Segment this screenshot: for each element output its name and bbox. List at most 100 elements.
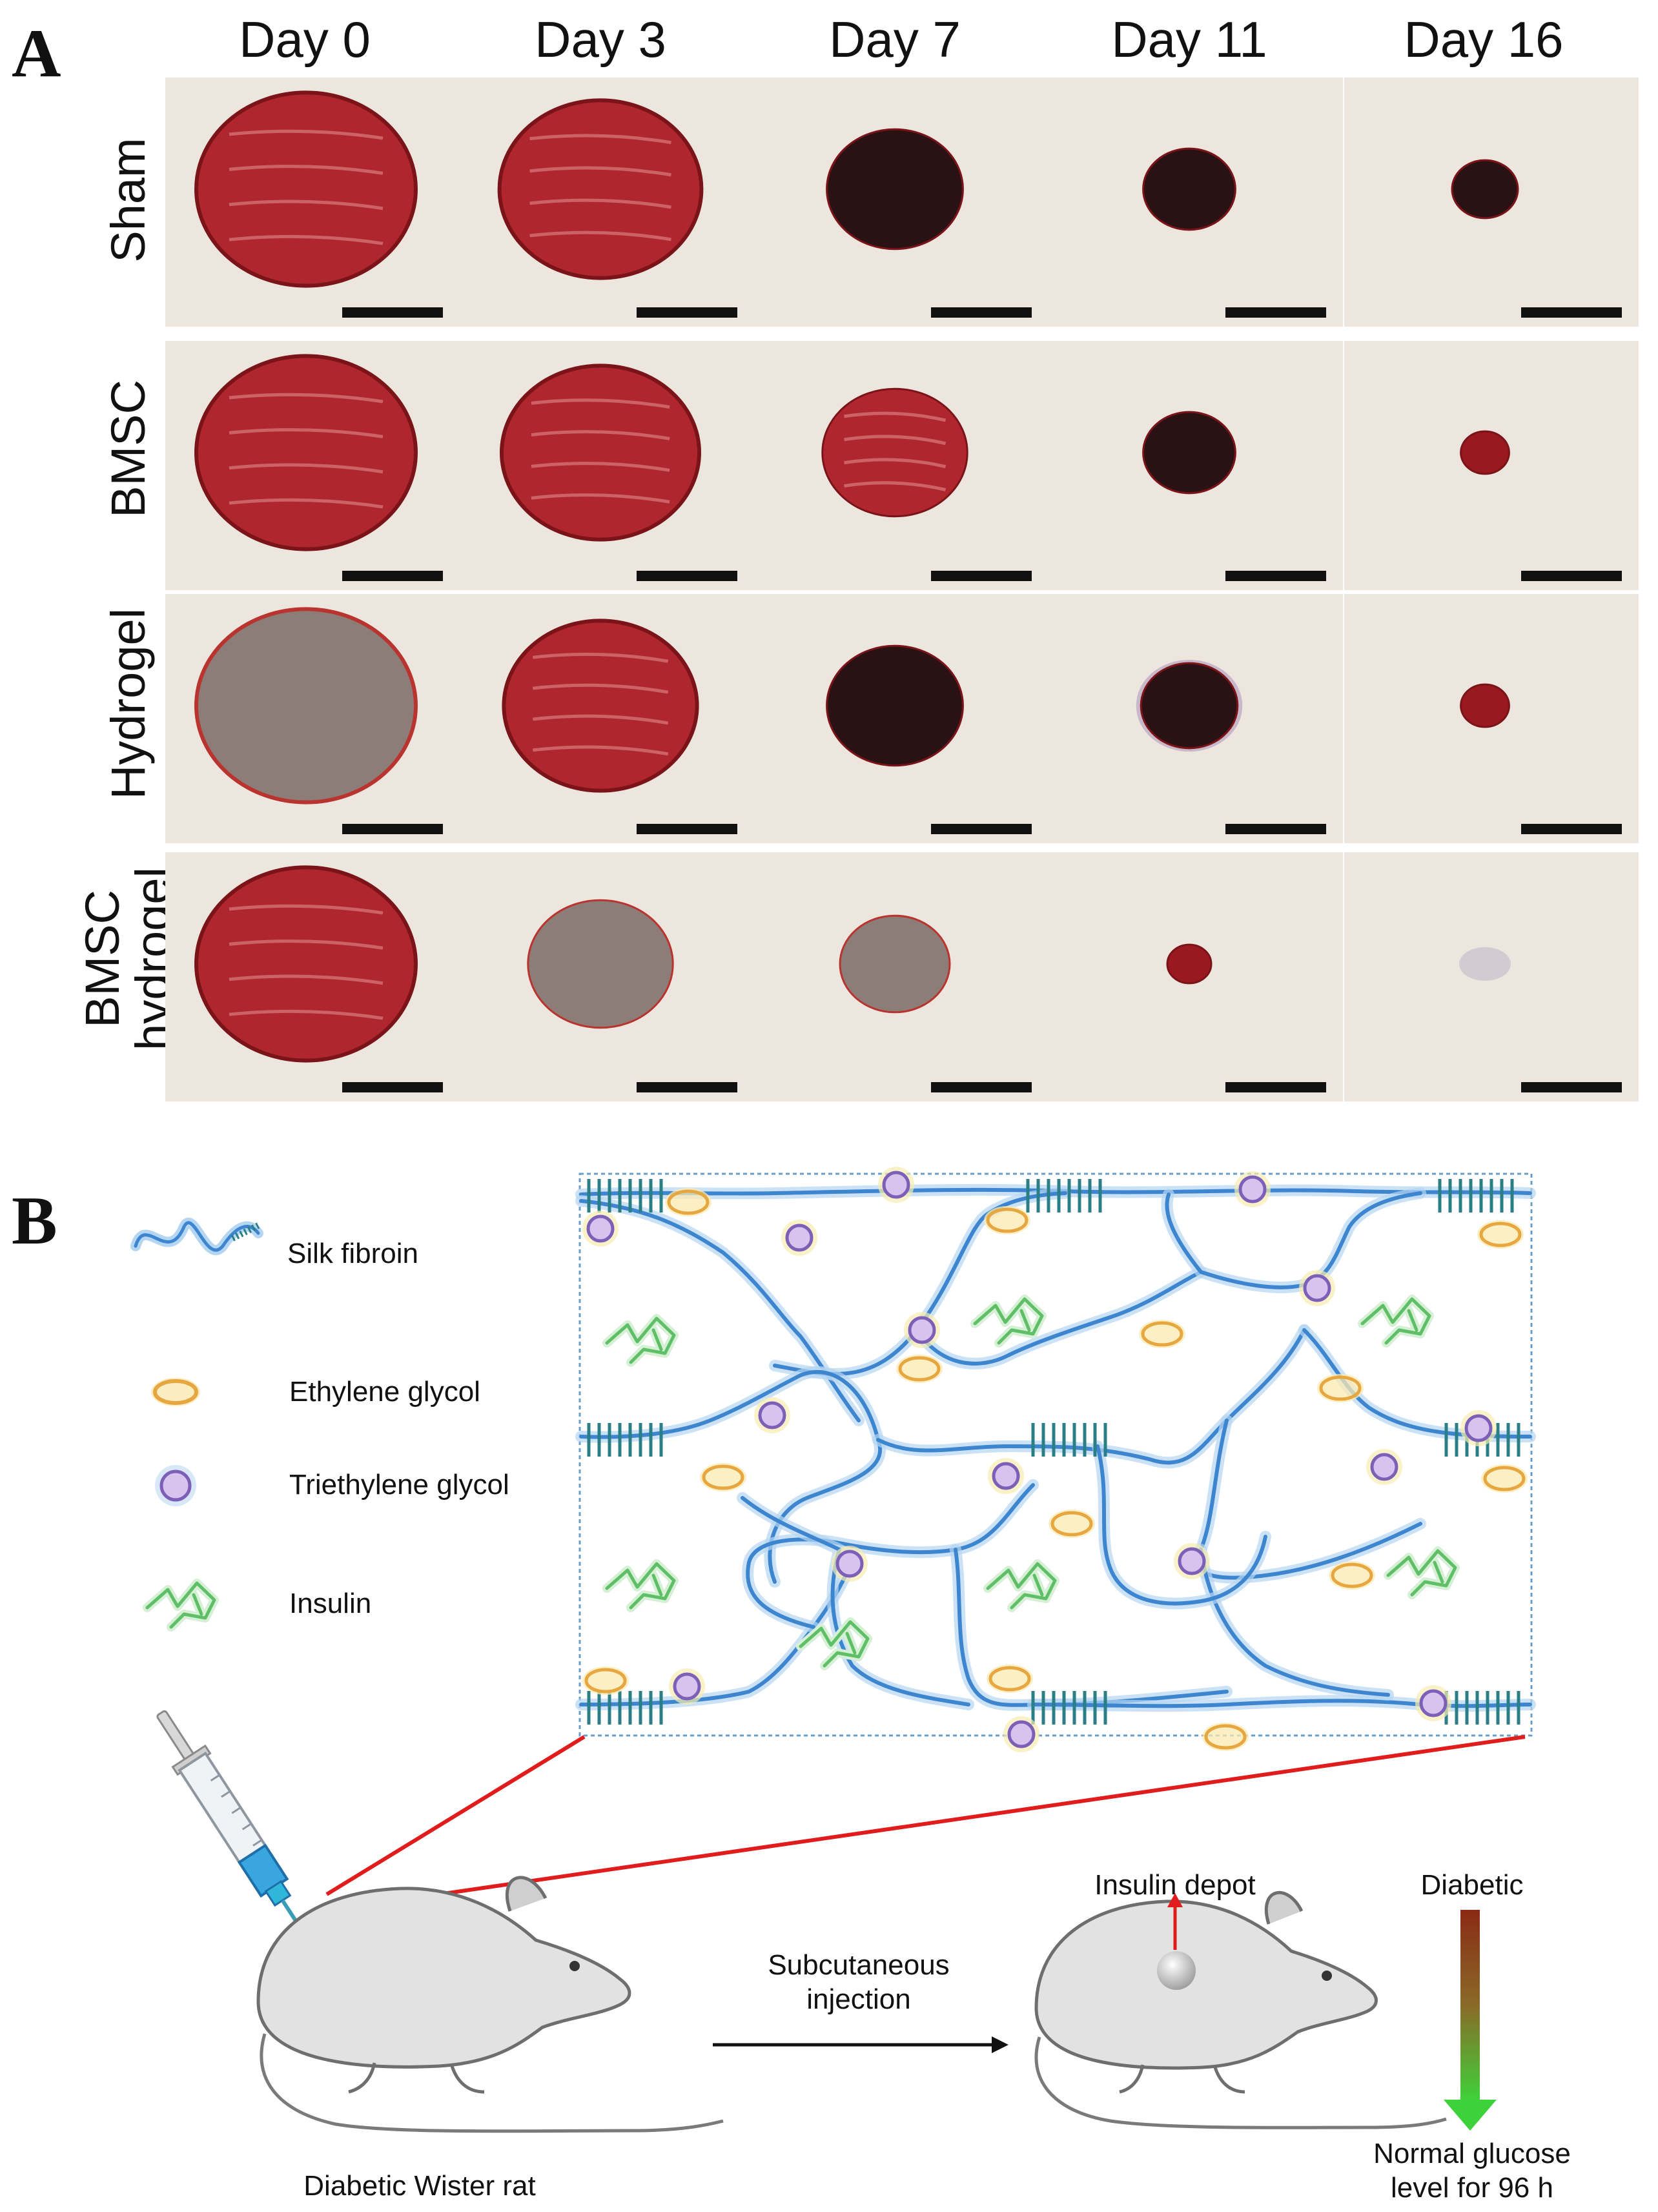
crystalline-region-0 bbox=[587, 1179, 663, 1213]
triethylene-glycol-5 bbox=[908, 1316, 936, 1344]
zoom-line-upper bbox=[325, 1735, 586, 1896]
ethylene-glycol-1 bbox=[986, 1207, 1029, 1233]
wound-photo-hydrogel-day0 bbox=[165, 594, 460, 843]
rat-left-label: Diabetic Wister rat bbox=[303, 2170, 536, 2202]
tissue-streak bbox=[529, 230, 671, 241]
ethylene-glycol-5 bbox=[1319, 1375, 1362, 1401]
triethylene-glycol-2 bbox=[882, 1171, 910, 1199]
tissue-streak bbox=[532, 652, 669, 663]
scale-bar bbox=[342, 1082, 443, 1092]
wound-photo-sham-day16 bbox=[1344, 77, 1639, 327]
ethylene-glycol-3 bbox=[1141, 1321, 1183, 1347]
scale-bar bbox=[931, 1082, 1032, 1092]
tissue-streak bbox=[844, 458, 947, 469]
insulin-depot-icon bbox=[1157, 1951, 1196, 1990]
fiber-strand-3 bbox=[915, 1270, 1203, 1366]
tissue-streak bbox=[844, 435, 947, 445]
tissue-streak bbox=[229, 974, 384, 985]
ethylene-glycol-11 bbox=[1483, 1466, 1526, 1491]
glucose-gradient-bar bbox=[1460, 1910, 1480, 2101]
ethylene-glycol-4 bbox=[898, 1356, 941, 1382]
tissue-streak bbox=[229, 234, 384, 245]
scale-bar bbox=[637, 307, 737, 318]
triethylene-glycol-11 bbox=[1178, 1547, 1206, 1575]
tissue-streak bbox=[844, 481, 947, 492]
triethylene-glycol-3 bbox=[1238, 1175, 1267, 1203]
wound-photo-hydrogel-day16 bbox=[1344, 594, 1639, 843]
ethylene-glycol-9 bbox=[584, 1668, 627, 1694]
insulin-molecule-1 bbox=[970, 1295, 1047, 1347]
ethylene-glycol-6 bbox=[702, 1464, 744, 1490]
scale-bar bbox=[1225, 1082, 1326, 1092]
triethylene-glycol-4 bbox=[1303, 1274, 1331, 1302]
scale-bar bbox=[342, 307, 443, 318]
scale-bar bbox=[931, 307, 1032, 318]
tissue-streak bbox=[229, 904, 384, 915]
scale-bar bbox=[931, 571, 1032, 581]
injection-label-line1: Subcutaneous bbox=[768, 1949, 950, 1981]
triethylene-glycol-9 bbox=[1370, 1453, 1398, 1481]
healed-mark bbox=[1459, 947, 1511, 981]
tissue-streak bbox=[229, 463, 384, 474]
tissue-streak bbox=[529, 134, 671, 145]
wound-area bbox=[1142, 411, 1236, 495]
ethylene-glycol-8 bbox=[1331, 1562, 1373, 1588]
scale-bar bbox=[1225, 307, 1326, 318]
triethylene-glycol-1 bbox=[785, 1224, 814, 1252]
scale-bar bbox=[1225, 824, 1326, 834]
wound-area bbox=[839, 914, 951, 1014]
insulin-molecules bbox=[602, 1295, 1460, 1670]
ethylene-glycol-0 bbox=[667, 1189, 710, 1215]
fiber-strand-6 bbox=[876, 1328, 1306, 1465]
wound-photo-bmsc-day0 bbox=[165, 341, 460, 590]
injection-arrowhead bbox=[992, 2036, 1008, 2053]
ethylene-glycol-2 bbox=[1479, 1222, 1522, 1247]
fiber-strand-5 bbox=[579, 1370, 882, 1584]
wound-area bbox=[1460, 683, 1510, 728]
tissue-streak bbox=[229, 200, 384, 210]
glucose-gradient-arrowhead bbox=[1444, 2100, 1497, 2131]
wound-photo-bmsc-hydrogel-day7 bbox=[754, 852, 1049, 1101]
panel-b-letter: B bbox=[12, 1183, 57, 1258]
ethylene-glycol-7 bbox=[1050, 1511, 1093, 1537]
wound-area bbox=[1166, 943, 1213, 985]
legend-ethylene-glycol: Ethylene glycol bbox=[289, 1376, 480, 1408]
wound-photo-bmsc-hydrogel-day11 bbox=[1049, 852, 1343, 1101]
wound-photo-sham-day0 bbox=[165, 77, 460, 327]
ethylene-glycol-icon bbox=[151, 1378, 200, 1406]
column-header-day11: Day 11 bbox=[1111, 11, 1267, 68]
tissue-streak bbox=[532, 714, 669, 725]
tissue-streak bbox=[229, 498, 384, 509]
tissue-streak bbox=[531, 398, 670, 409]
crystalline-region-2 bbox=[1438, 1179, 1514, 1213]
legend-insulin: Insulin bbox=[289, 1588, 372, 1619]
wound-area bbox=[527, 899, 674, 1029]
insulin-depot-label: Insulin depot bbox=[1094, 1869, 1256, 1901]
wound-photo-sham-day7 bbox=[754, 77, 1049, 327]
panel-a-letter: A bbox=[12, 15, 61, 91]
insulin-molecule-0 bbox=[602, 1314, 679, 1367]
zoom-line-lower bbox=[345, 1735, 1526, 1910]
wound-area bbox=[1140, 662, 1239, 750]
crystalline-regions bbox=[587, 1179, 1520, 1725]
scale-bar bbox=[342, 571, 443, 581]
fiber-strand-13 bbox=[1199, 1548, 1390, 1697]
triethylene-glycol-6 bbox=[758, 1401, 786, 1429]
wound-area bbox=[826, 644, 964, 767]
scale-bar bbox=[1521, 307, 1622, 318]
wound-photo-bmsc-day7 bbox=[754, 341, 1049, 590]
insulin-molecule-3 bbox=[602, 1559, 679, 1612]
insulin-molecule-4 bbox=[983, 1559, 1059, 1612]
diabetic-label: Diabetic bbox=[1420, 1869, 1524, 1901]
tissue-streak bbox=[229, 1009, 384, 1020]
wound-photo-bmsc-hydrogel-day3 bbox=[460, 852, 754, 1101]
fiber-strand-4 bbox=[1165, 1191, 1422, 1289]
syringe-icon bbox=[156, 1710, 311, 1942]
wound-area bbox=[1142, 147, 1236, 231]
tissue-streak bbox=[229, 129, 384, 140]
fiber-strand-15 bbox=[741, 1496, 970, 1706]
wound-photo-bmsc-day16 bbox=[1344, 341, 1639, 590]
